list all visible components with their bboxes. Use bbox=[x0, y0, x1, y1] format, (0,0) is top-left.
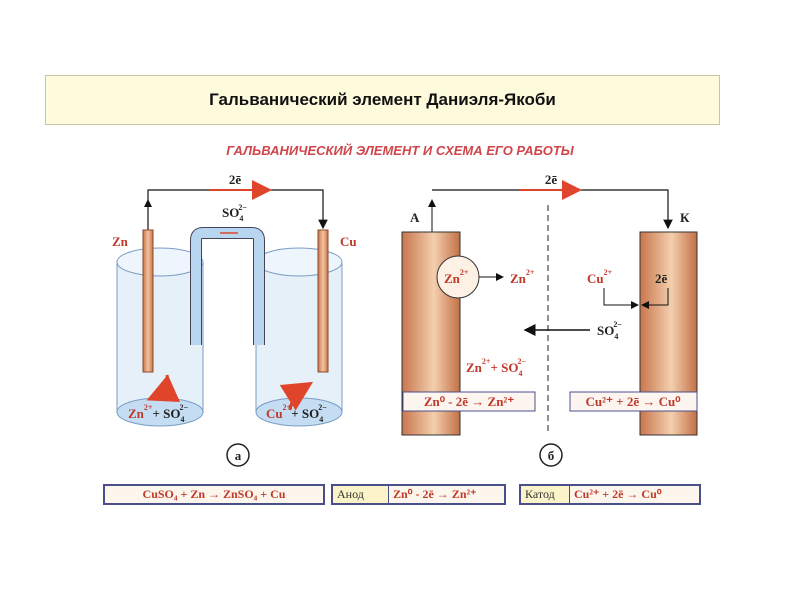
left-solution-label: Zn2++ SO42− bbox=[128, 403, 188, 424]
zn-label: Zn bbox=[112, 234, 129, 249]
overall-reaction-box: CuSO₄ + Zn → ZnSO₄ + Cu bbox=[103, 484, 325, 505]
panel-b-scheme: 2ē А К Zn2+ Zn2+ Cu2+ 2ē SO42− Zn2++ SO4… bbox=[401, 172, 698, 467]
bridge-ion-label: SO42− bbox=[222, 203, 247, 223]
electron-label: 2ē bbox=[229, 172, 242, 187]
panel-b-label: б bbox=[548, 448, 555, 463]
svg-text:2ē: 2ē bbox=[545, 172, 558, 187]
zinc-electrode bbox=[142, 229, 154, 373]
diagram-subtitle: ГАЛЬВАНИЧЕСКИЙ ЭЛЕМЕНТ И СХЕМА ЕГО РАБОТ… bbox=[226, 142, 575, 158]
copper-electrode bbox=[317, 229, 329, 373]
right-solution-label: Cu2++ SO42− bbox=[266, 403, 327, 424]
svg-text:Zn2++ SO42−: Zn2++ SO42− bbox=[466, 357, 526, 378]
cathode-label: К bbox=[680, 210, 690, 225]
panel-a-apparatus: 2ē SO42− Zn Cu Zn2++ SO42− Cu2++ SO42− а bbox=[112, 172, 357, 467]
svg-text:Cu2+: Cu2+ bbox=[587, 268, 613, 286]
svg-text:Zn⁰ - 2ē → Zn²⁺: Zn⁰ - 2ē → Zn²⁺ bbox=[424, 394, 515, 409]
svg-text:Zn2+: Zn2+ bbox=[510, 268, 535, 286]
svg-text:SO42−: SO42− bbox=[597, 320, 622, 341]
beaker-right bbox=[255, 247, 343, 427]
svg-text:Cu²⁺ + 2ē → Cu⁰: Cu²⁺ + 2ē → Cu⁰ bbox=[586, 394, 682, 409]
slide-title: Гальванический элемент Даниэля-Якоби bbox=[45, 75, 720, 125]
panel-a-label: а bbox=[235, 448, 242, 463]
zn-ion-in-anode: Zn2+ bbox=[444, 268, 469, 286]
cu-label: Cu bbox=[340, 234, 357, 249]
salt-bridge bbox=[190, 227, 265, 345]
beaker-left bbox=[116, 247, 204, 427]
svg-text:2ē: 2ē bbox=[655, 271, 668, 286]
anode-label: А bbox=[410, 210, 420, 225]
